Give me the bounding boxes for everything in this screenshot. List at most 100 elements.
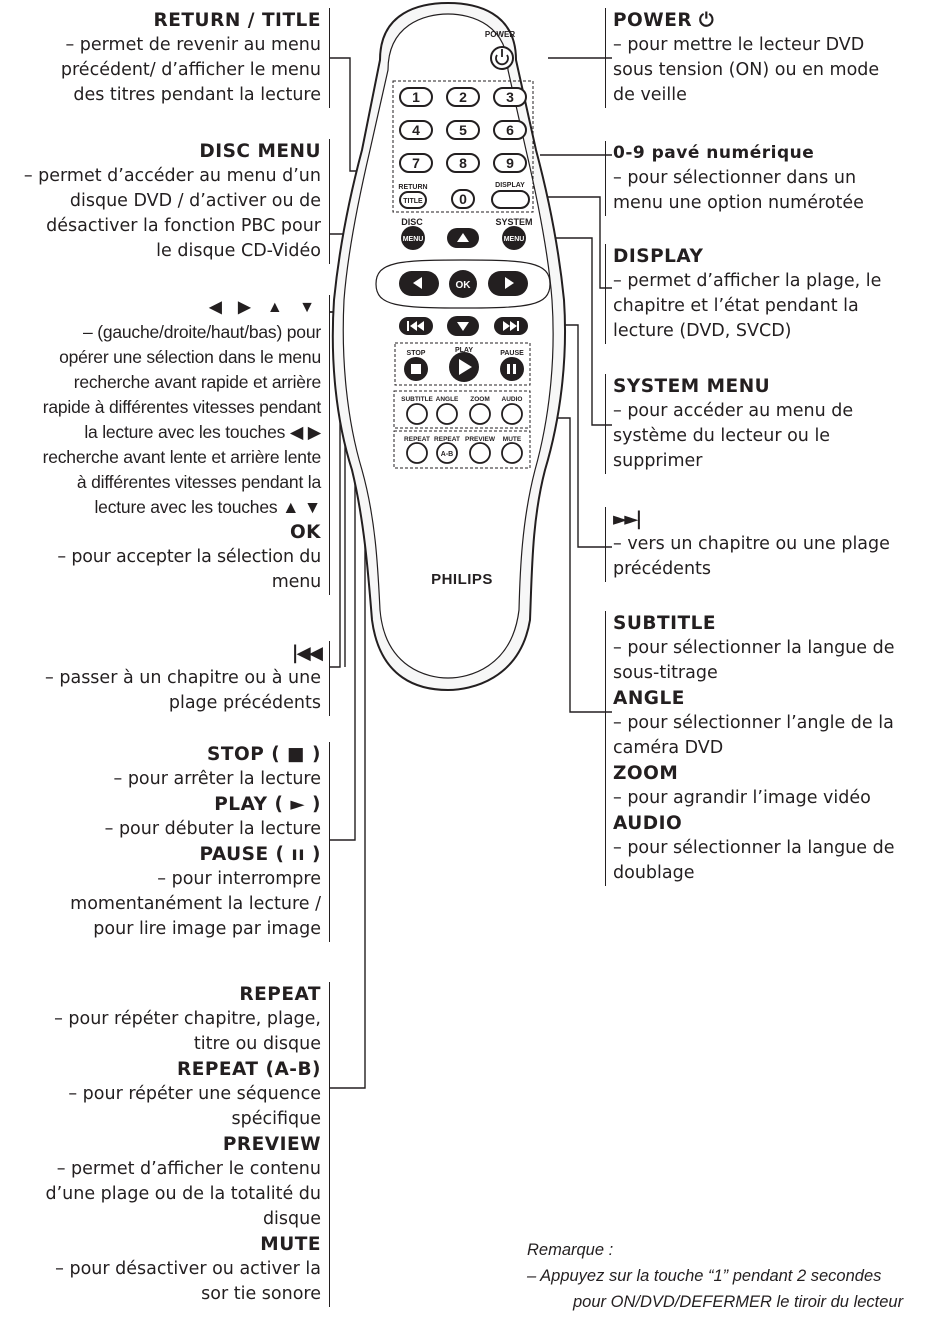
next-line: précédents — [613, 559, 712, 579]
subtitle-button-label: SUBTITLE — [401, 396, 433, 403]
numpad-line: menu une option numérotée — [613, 193, 864, 213]
play-button-label: PLAY — [455, 347, 473, 354]
stop-line: – pour arrêter la lecture — [113, 769, 321, 789]
digit-button-7[interactable]: 7 — [399, 153, 433, 173]
play-line: – pour débuter la lecture — [104, 819, 321, 839]
power-line: de veille — [613, 85, 687, 105]
subtitle-line: – pour sélectionner la langue de — [613, 638, 895, 658]
disc-menu-button[interactable]: MENU — [401, 226, 425, 250]
arrows-line: opérer une sélection dans le menu — [59, 347, 321, 367]
repeat-ab-line: – pour répéter une séquence — [68, 1084, 321, 1104]
pause-button[interactable] — [500, 357, 524, 381]
digit-button-9[interactable]: 9 — [493, 153, 527, 173]
digit-button-0[interactable]: 0 — [451, 189, 475, 209]
preview-heading: PREVIEW — [222, 1134, 321, 1155]
ok-button-text: OK — [456, 280, 472, 291]
mute-button[interactable] — [501, 442, 523, 464]
subtitle-button[interactable] — [406, 403, 428, 425]
power-description: POWER ⏻ – pour mettre le lecteur DVD sou… — [605, 8, 879, 108]
nav-ring — [375, 259, 551, 309]
right-arrow-button[interactable] — [488, 271, 528, 296]
angle-button-label: ANGLE — [436, 396, 459, 403]
digit-label: 4 — [412, 122, 420, 138]
digit-label: 5 — [459, 122, 467, 138]
digit-label: 3 — [506, 89, 514, 105]
arrows-line: recherche avant rapide et arrière — [73, 372, 321, 392]
ok-button[interactable]: OK — [449, 270, 477, 298]
arrows-line: – (gauche/droite/haut/bas) pour — [83, 322, 321, 342]
system-menu-heading: SYSTEM MENU — [613, 376, 771, 397]
title-button-label: TITLE — [403, 198, 423, 205]
power-heading: POWER ⏻ — [613, 10, 715, 31]
disc-menu-line: désactiver la fonction PBC pour — [46, 216, 321, 236]
numpad-description: 0-9 pavé numérique – pour sélectionner d… — [605, 141, 864, 216]
preview-button-label: PREVIEW — [465, 436, 496, 443]
power-line: – pour mettre le lecteur DVD — [613, 35, 865, 55]
digit-button-8[interactable]: 8 — [446, 153, 480, 173]
angle-line: caméra DVD — [613, 738, 724, 758]
play-button[interactable] — [449, 352, 479, 382]
ok-line: – pour accepter la sélection du — [57, 547, 321, 567]
pause-line: momentanément la lecture / — [70, 894, 321, 914]
audio-button[interactable] — [501, 403, 523, 425]
left-arrow-button[interactable] — [399, 271, 439, 296]
stop-button[interactable] — [404, 357, 428, 381]
preview-button[interactable] — [469, 442, 491, 464]
display-button[interactable] — [491, 190, 530, 209]
disc-menu-line: disque DVD / d’activer ou de — [69, 191, 321, 211]
brand-logo: PHILIPS — [431, 571, 493, 588]
system-menu-line: supprimer — [613, 451, 703, 471]
previous-button[interactable] — [399, 317, 433, 335]
stop-button-label: STOP — [407, 350, 426, 357]
repeat-line: titre ou disque — [193, 1034, 321, 1054]
transport-frame — [394, 342, 531, 386]
display-button-label: DISPLAY — [495, 182, 525, 189]
digit-label: 1 — [412, 89, 420, 105]
repeat-button[interactable] — [406, 442, 428, 464]
up-arrow-button[interactable] — [447, 228, 479, 248]
display-description: DISPLAY – permet d’afficher la plage, le… — [605, 244, 881, 344]
digit-button-3[interactable]: 3 — [493, 87, 527, 107]
numpad-line: – pour sélectionner dans un — [613, 168, 857, 188]
display-line: chapitre et l’état pendant la — [613, 296, 859, 316]
disc-menu-line: – permet d’accéder au menu d’un — [23, 166, 321, 186]
digit-button-4[interactable]: 4 — [399, 120, 433, 140]
disc-button-label: DISC — [401, 217, 423, 227]
previous-heading: |◀◀ — [291, 643, 323, 664]
mute-line: sor tie sonore — [201, 1284, 321, 1304]
zoom-line: – pour agrandir l’image vidéo — [613, 788, 871, 808]
power-button-label: POWER — [485, 30, 515, 39]
display-line: – permet d’afficher la plage, le — [613, 271, 882, 291]
digit-button-2[interactable]: 2 — [446, 87, 480, 107]
repeat-ab-heading: REPEAT (A-B) — [176, 1059, 321, 1080]
digit-button-6[interactable]: 6 — [493, 120, 527, 140]
mute-heading: MUTE — [260, 1234, 321, 1255]
repeat-ab-button-label: REPEAT — [434, 436, 460, 443]
note-cut-line: pour ON/DVD/DEFERMER le tiroir du lecteu… — [573, 1293, 904, 1311]
disc-menu-heading: DISC MENU — [199, 141, 321, 162]
repeat-ab-button[interactable]: A-B — [436, 442, 458, 464]
down-arrow-button[interactable] — [447, 316, 479, 336]
zoom-button[interactable] — [469, 403, 491, 425]
return-title-button[interactable]: TITLE — [399, 191, 427, 209]
digit-button-5[interactable]: 5 — [446, 120, 480, 140]
return-button-label: RETURN — [398, 184, 427, 191]
next-button[interactable] — [494, 317, 528, 335]
system-menu-button[interactable]: MENU — [502, 226, 526, 250]
angle-button[interactable] — [436, 403, 458, 425]
pause-line: pour lire image par image — [93, 919, 321, 939]
digit-label: 6 — [506, 122, 514, 138]
subtitle-heading: SUBTITLE — [613, 613, 716, 634]
subtitle-audio-description: SUBTITLE – pour sélectionner la langue d… — [605, 611, 894, 886]
stop-play-pause-description: STOP ( ■ ) – pour arrêter la lecture PLA… — [70, 742, 330, 942]
digit-label: 7 — [412, 155, 420, 171]
repeat-button-label: REPEAT — [404, 436, 430, 443]
note: Remarque : – Appuyez sur la touche “1” p… — [527, 1237, 903, 1315]
arrows-ok-description: ◀ ▶ ▲ ▼ – (gauche/droite/haut/bas) pour … — [43, 295, 330, 595]
power-button[interactable] — [490, 46, 514, 70]
audio-line: doublage — [613, 863, 695, 883]
system-menu-line: système du lecteur ou le — [613, 426, 831, 446]
digit-button-1[interactable]: 1 — [399, 87, 433, 107]
numpad-heading: 0-9 pavé numérique — [613, 143, 815, 163]
disc-menu-line: le disque CD-Vidéo — [156, 241, 321, 261]
